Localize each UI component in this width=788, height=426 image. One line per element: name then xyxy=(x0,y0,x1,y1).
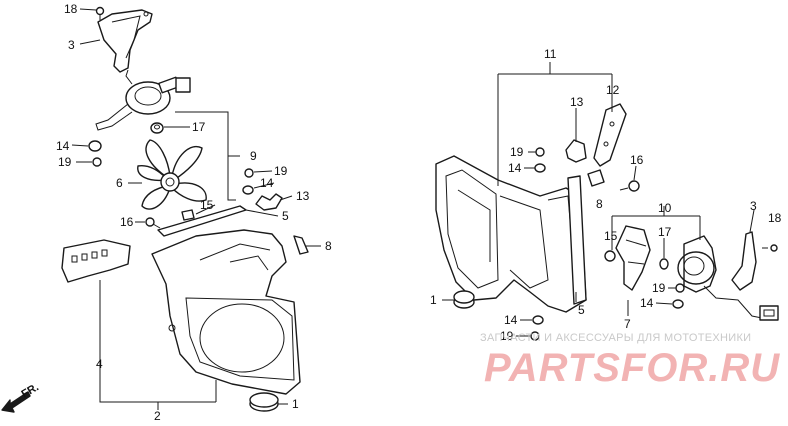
callout-16: 16 xyxy=(630,153,644,167)
collar-17 xyxy=(150,122,164,134)
collar-17-right xyxy=(659,258,669,270)
callout-8: 8 xyxy=(325,239,332,253)
nut-14-mid xyxy=(242,185,254,195)
callout-14: 14 xyxy=(260,176,274,190)
clip-13-left xyxy=(255,193,283,211)
callout-14: 14 xyxy=(56,139,70,153)
callout-numbers: 18 3 17 14 19 9 6 19 14 13 15 16 5 8 4 2… xyxy=(56,2,782,423)
callout-13: 13 xyxy=(570,95,584,109)
seal-5-right xyxy=(567,175,587,305)
fan-motor-10 xyxy=(677,235,763,319)
collar-15-left xyxy=(181,209,195,221)
screw-16-right xyxy=(619,180,640,192)
collar-15-right xyxy=(604,250,616,262)
callout-17: 17 xyxy=(658,225,672,239)
screw-16-left xyxy=(145,217,161,229)
callout-10: 10 xyxy=(658,201,672,215)
callout-16: 16 xyxy=(120,215,134,229)
bolt-19-bottom xyxy=(530,331,540,341)
watermark: ЗАПЧАСТИ И АКСЕССУАРЫ ДЛЯ МОТОТЕХНИКИ PA… xyxy=(480,332,780,390)
callout-8: 8 xyxy=(596,197,603,211)
callout-19: 19 xyxy=(58,155,72,169)
callout-19: 19 xyxy=(510,145,524,159)
bracket-3-right xyxy=(731,231,757,291)
callout-15: 15 xyxy=(200,198,214,212)
bolt-18-right xyxy=(770,244,778,252)
fan-blade-7 xyxy=(615,225,651,291)
callout-5: 5 xyxy=(282,209,289,223)
fan-shroud-2 xyxy=(151,229,301,395)
callout-18: 18 xyxy=(64,2,78,16)
clip-13-right xyxy=(565,139,587,163)
bracket-12 xyxy=(593,103,627,167)
bolt-19-right-low xyxy=(675,283,685,293)
callout-19: 19 xyxy=(274,164,288,178)
grommet-1-left xyxy=(249,392,279,412)
guard-plate-4 xyxy=(61,239,131,283)
air-duct-11 xyxy=(435,155,587,313)
callout-3: 3 xyxy=(68,38,75,52)
callout-17: 17 xyxy=(192,120,206,134)
callout-3: 3 xyxy=(750,199,757,213)
callout-7: 7 xyxy=(624,317,631,331)
bolt-19-right-top xyxy=(535,147,545,157)
seal-8-right xyxy=(587,169,605,187)
callout-6: 6 xyxy=(116,176,123,190)
nut-14-left xyxy=(88,140,102,152)
nut-14-right-top xyxy=(534,163,546,173)
nut-14-right-low xyxy=(672,299,684,309)
fan-bracket-3 xyxy=(97,9,153,73)
leader-lines xyxy=(71,8,768,410)
bolt-18-top xyxy=(95,6,105,20)
callout-19: 19 xyxy=(500,329,514,343)
callout-14: 14 xyxy=(640,296,654,310)
callout-1: 1 xyxy=(292,397,299,411)
grommet-1-right xyxy=(453,290,475,309)
nut-14-bottom xyxy=(532,315,544,325)
seal-8 xyxy=(293,235,309,255)
connector xyxy=(759,305,779,321)
watermark-brand: PARTSFOR.RU xyxy=(484,346,780,390)
callout-15: 15 xyxy=(604,229,618,243)
callout-9: 9 xyxy=(250,149,257,163)
callout-13: 13 xyxy=(296,189,310,203)
callout-2: 2 xyxy=(154,409,161,423)
fan-motor xyxy=(95,69,191,131)
callout-11: 11 xyxy=(544,47,557,61)
callout-18: 18 xyxy=(768,211,782,225)
fan-blade-6 xyxy=(137,139,207,210)
direction-label: FR. xyxy=(20,381,41,400)
callout-12: 12 xyxy=(606,83,620,97)
bolt-19-mid xyxy=(244,168,254,178)
callout-19: 19 xyxy=(652,281,666,295)
bolt-19-left xyxy=(92,157,102,167)
callout-5: 5 xyxy=(578,303,585,317)
watermark-tagline: ЗАПЧАСТИ И АКСЕССУАРЫ ДЛЯ МОТОТЕХНИКИ xyxy=(480,332,751,344)
callout-1: 1 xyxy=(430,293,437,307)
front-direction-arrow: FR. xyxy=(1,381,41,413)
callout-4: 4 xyxy=(96,357,103,371)
callout-14: 14 xyxy=(508,161,522,175)
callout-14: 14 xyxy=(504,313,518,327)
